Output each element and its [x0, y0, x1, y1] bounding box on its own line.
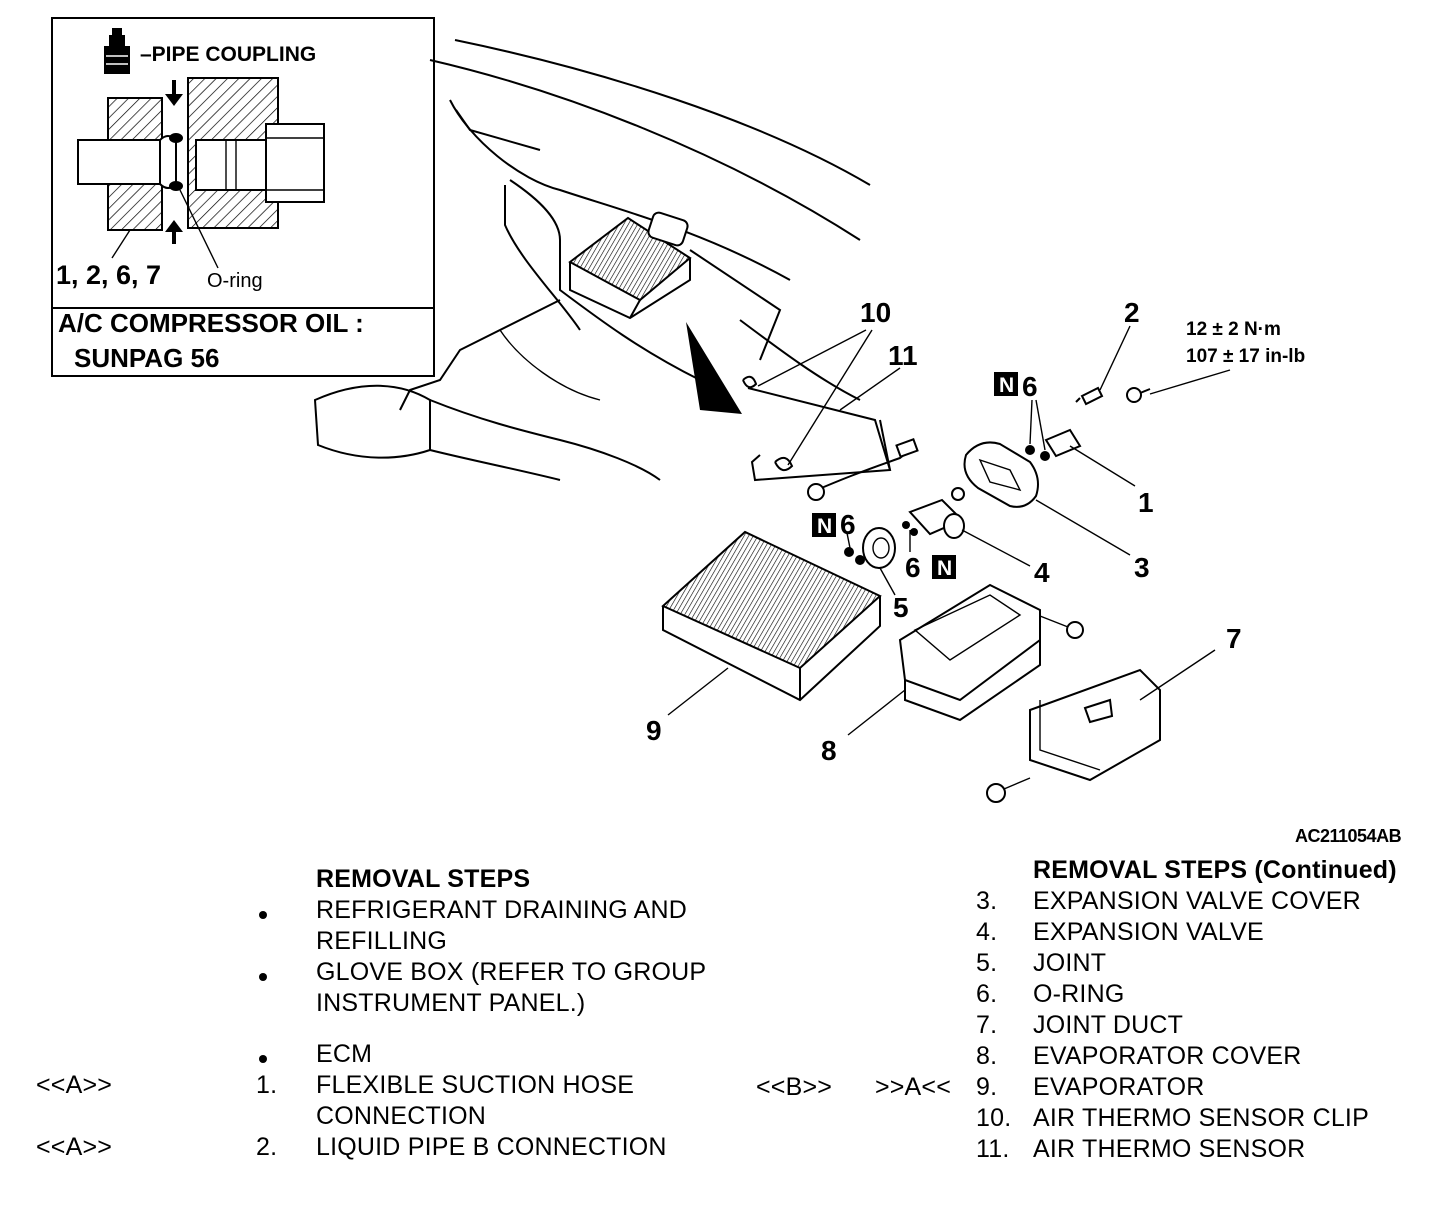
callout-6-right: 6 — [905, 552, 921, 583]
exploded-diagram: –PIPE COUPLING 1, 2, 6, 7 O-ring A/C COM… — [51, 17, 1305, 803]
diagram-svg: –PIPE COUPLING 1, 2, 6, 7 O-ring A/C COM… — [51, 17, 1305, 803]
oil-value: SUNPAG 56 — [74, 343, 219, 373]
torque-imperial: 107 ± 17 in-lb — [1186, 346, 1305, 367]
callout-numbers: 10 11 2 N 6 1 3 4 N 6 6 N 5 7 8 9 12 ± 2… — [646, 297, 1305, 766]
removal-steps-heading: REMOVAL STEPS — [316, 865, 531, 893]
oil-label: A/C COMPRESSOR OIL : — [58, 308, 364, 338]
callout-6-left: 6 — [840, 509, 856, 540]
callout-7: 7 — [1226, 623, 1242, 654]
step-number: 6. — [976, 980, 998, 1008]
step-2: <<A>> 2. LIQUID PIPE B CONNECTION — [0, 1132, 740, 1163]
step-3: 3. EXPANSION VALVE COVER — [740, 886, 1440, 917]
step-text: GLOVE BOX (REFER TO GROUP INSTRUMENT PAN… — [316, 958, 707, 1017]
callout-11: 11 — [888, 340, 918, 371]
instrument-panel-outline — [313, 39, 871, 481]
liquid-pipe-bolt — [1075, 386, 1104, 406]
step-1: <<A>> 1. FLEXIBLE SUCTION HOSE CONNECTIO… — [0, 1070, 740, 1132]
step-11: 11. AIR THERMO SENSOR — [740, 1134, 1440, 1165]
expansion-valve-cover — [963, 441, 1039, 508]
n-badge-1 — [994, 372, 1018, 396]
step-text: LIQUID PIPE B CONNECTION — [316, 1133, 667, 1161]
coupling-cross-section — [77, 77, 325, 269]
step-text: O-RING — [1033, 980, 1125, 1008]
removal-steps-continued-heading-row: REMOVAL STEPS (Continued) — [740, 855, 1440, 886]
step-text: EVAPORATOR COVER — [1033, 1042, 1302, 1070]
n-badge-1-text: N — [999, 374, 1014, 397]
torque-metric: 12 ± 2 N·m — [1186, 319, 1281, 340]
step-5: 5. JOINT — [740, 948, 1440, 979]
joint-duct — [986, 668, 1161, 803]
bullet-dot — [259, 1055, 267, 1063]
callout-9: 9 — [646, 715, 662, 746]
step-7: 7. JOINT DUCT — [740, 1010, 1440, 1041]
evaporator-cover — [898, 583, 1084, 722]
step-9: <<B>> >>A<< 9. EVAPORATOR — [740, 1072, 1440, 1103]
n-badge-2 — [812, 513, 836, 537]
step-bullet-2: GLOVE BOX (REFER TO GROUP INSTRUMENT PAN… — [0, 957, 740, 1019]
air-thermo-sensor-clip — [742, 375, 794, 472]
step-text: EVAPORATOR — [1033, 1073, 1205, 1101]
oring-label: O-ring — [207, 270, 263, 292]
step-number: 2. — [256, 1133, 278, 1161]
step-number: 10. — [976, 1104, 1012, 1132]
n-badge-3-text: N — [937, 557, 952, 580]
step-4: 4. EXPANSION VALVE — [740, 917, 1440, 948]
expansion-valve — [908, 487, 965, 539]
bullet-dot — [259, 911, 267, 919]
joint — [862, 527, 896, 569]
step-text: AIR THERMO SENSOR CLIP — [1033, 1104, 1369, 1132]
pipe-coupling-inset: –PIPE COUPLING 1, 2, 6, 7 O-ring A/C COM… — [51, 17, 435, 377]
service-marker: <<A>> — [36, 1071, 113, 1099]
callout-leaders — [667, 325, 1231, 736]
callout-6-top: 6 — [1022, 371, 1038, 402]
step-text: JOINT DUCT — [1033, 1011, 1184, 1039]
service-marker: <<B>> >>A<< — [756, 1073, 952, 1101]
step-number: 1. — [256, 1071, 278, 1099]
callout-3: 3 — [1134, 552, 1150, 583]
step-8: 8. EVAPORATOR COVER — [740, 1041, 1440, 1072]
removal-steps-heading-row: REMOVAL STEPS — [0, 864, 740, 895]
service-marker: <<A>> — [36, 1133, 113, 1161]
step-text: AIR THERMO SENSOR — [1033, 1135, 1306, 1163]
removal-steps-continued-heading: REMOVAL STEPS (Continued) — [1033, 856, 1397, 884]
figure-reference: AC211054AB — [1295, 826, 1402, 846]
pipe-coupling-icon — [104, 28, 130, 74]
n-badge-2-text: N — [817, 515, 832, 538]
removal-steps: REMOVAL STEPS REFRIGERANT DRAINING AND R… — [0, 864, 740, 1163]
o-rings — [844, 445, 1050, 565]
parts-reference-label: 1, 2, 6, 7 — [56, 260, 161, 290]
callout-1: 1 — [1138, 487, 1154, 518]
step-number: 9. — [976, 1073, 998, 1101]
step-text: FLEXIBLE SUCTION HOSE CONNECTION — [316, 1071, 635, 1130]
step-number: 5. — [976, 949, 998, 977]
suction-hose-fitting — [1044, 387, 1151, 458]
callout-8: 8 — [821, 735, 837, 766]
step-text: JOINT — [1033, 949, 1107, 977]
callout-2: 2 — [1124, 297, 1140, 328]
bullet-dot — [259, 973, 267, 981]
step-6: 6. O-RING — [740, 979, 1440, 1010]
callout-4: 4 — [1034, 557, 1050, 588]
step-10: 10. AIR THERMO SENSOR CLIP — [740, 1103, 1440, 1134]
step-bullet-1: REFRIGERANT DRAINING AND REFILLING — [0, 895, 740, 957]
callout-5: 5 — [893, 592, 909, 623]
callout-10: 10 — [860, 297, 891, 328]
step-number: 4. — [976, 918, 998, 946]
step-text: EXPANSION VALVE COVER — [1033, 887, 1361, 915]
evaporator — [661, 530, 882, 702]
step-number: 11. — [976, 1135, 1010, 1163]
step-text: ECM — [316, 1040, 373, 1068]
step-text: REFRIGERANT DRAINING AND REFILLING — [316, 896, 688, 955]
n-badge-3 — [932, 555, 956, 579]
step-number: 8. — [976, 1042, 998, 1070]
step-bullet-3: ECM — [0, 1039, 740, 1070]
step-number: 3. — [976, 887, 998, 915]
pipe-coupling-label: –PIPE COUPLING — [140, 43, 316, 66]
air-thermo-sensor — [747, 387, 919, 501]
step-number: 7. — [976, 1011, 998, 1039]
step-text: EXPANSION VALVE — [1033, 918, 1264, 946]
removal-steps-continued: REMOVAL STEPS (Continued) 3. EXPANSION V… — [740, 855, 1440, 1165]
